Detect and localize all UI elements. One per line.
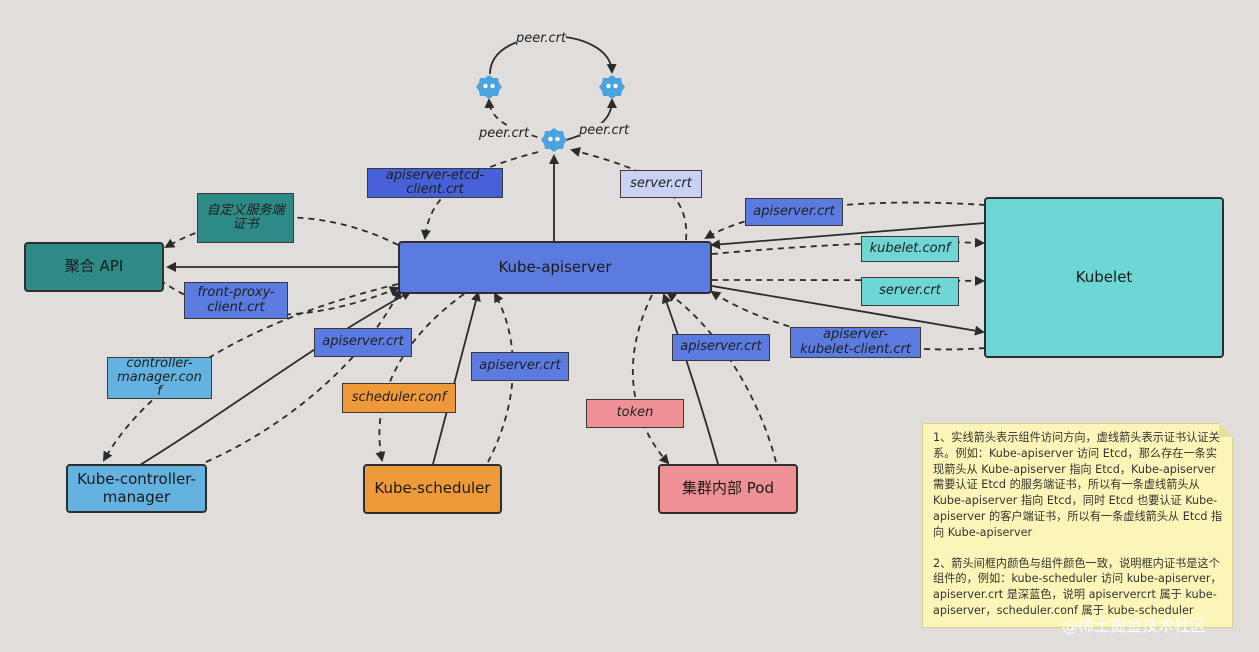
node-kubelet: Kubelet — [984, 197, 1224, 358]
edge-pod-token — [631, 294, 670, 465]
cert-apiserver-kubelet-client: apiserver- kubelet-client.crt — [790, 327, 921, 358]
edge-etcd-server-cert — [570, 147, 688, 241]
edge-peer-right — [565, 98, 617, 141]
edge-etcd-client-cert — [420, 151, 539, 240]
cert-token: token — [586, 399, 684, 428]
edge-cm-conf-cert — [103, 283, 399, 462]
cert-scheduler-conf: scheduler.conf — [342, 383, 456, 413]
cert-kubelet-conf: kubelet.conf — [861, 236, 959, 262]
node-kubelet-label: Kubelet — [1075, 267, 1133, 286]
etcd-icon-right — [599, 75, 625, 99]
cert-etcd-server: server.crt — [620, 170, 702, 198]
label-peer-top: peer.crt — [516, 31, 567, 46]
edge-kubelet-to-apiserver — [710, 222, 986, 250]
cert-kubelet-server: server.crt — [861, 277, 959, 306]
cert-custom-service: 自定义服务端 证书 — [197, 193, 294, 243]
node-cluster-pod-label: 集群内部 Pod — [682, 479, 774, 498]
node-kube-apiserver: Kube-apiserver — [398, 241, 712, 294]
note-paragraph-1: 1、实线箭头表示组件访问方向，虚线箭头表示证书认证关系。例如：Kube-apis… — [933, 431, 1223, 539]
cert-cm-apiserver: apiserver.crt — [314, 328, 412, 357]
node-aggregated-api-label: 聚合 API — [64, 257, 124, 276]
cert-controller-manager-conf: controller- manager.con f — [107, 357, 212, 399]
cert-pod-apiserver: apiserver.crt — [672, 334, 770, 361]
node-kube-scheduler-label: Kube-scheduler — [374, 479, 491, 498]
edge-scheduler-conf-cert — [375, 293, 465, 462]
edge-pod-to-apiserver — [661, 293, 719, 465]
node-kube-scheduler: Kube-scheduler — [363, 464, 502, 514]
node-cluster-pod: 集群内部 Pod — [658, 464, 798, 514]
cert-apiserver-etcd-client: apiserver-etcd- client.crt — [367, 168, 503, 198]
label-peer-right: peer.crt — [579, 123, 630, 138]
note-paragraph-2: 2、箭头间框内颜色与组件颜色一致，说明框内证书是这个组件的，例如：kube-sc… — [933, 556, 1222, 617]
edge-custom-cert — [164, 216, 399, 248]
node-aggregated-api: 聚合 API — [24, 242, 164, 292]
edge-cm-apiserver-cert — [205, 288, 401, 463]
edge-kubelet-server-cert — [711, 275, 985, 286]
cert-kubelet-apiserver: apiserver.crt — [745, 198, 843, 226]
node-kube-apiserver-label: Kube-apiserver — [498, 257, 612, 276]
edge-cm-to-apiserver — [139, 291, 412, 466]
watermark: @稀土掘金技术社区 — [1062, 616, 1207, 635]
edge-peer-left — [484, 98, 549, 141]
node-kube-controller-manager-label: Kube-controller- manager — [77, 470, 196, 506]
cert-scheduler-apiserver: apiserver.crt — [471, 352, 569, 381]
note-fold-corner — [1219, 423, 1233, 437]
edge-kubelet-conf-cert — [711, 237, 985, 255]
label-peer-left: peer.crt — [479, 126, 530, 141]
cert-front-proxy-client: front-proxy- client.crt — [184, 282, 288, 319]
edge-scheduler-apiserver-cert — [487, 292, 514, 463]
edge-scheduler-to-apiserver — [432, 291, 481, 465]
edge-apiserver-to-kubelet — [711, 285, 985, 336]
edge-pod-apiserver-cert — [666, 291, 777, 463]
etcd-icon-left — [476, 75, 502, 99]
etcd-icon-center — [541, 128, 567, 152]
legend-note: 1、实线箭头表示组件访问方向，虚线箭头表示证书认证关系。例如：Kube-apis… — [922, 423, 1233, 628]
node-kube-controller-manager: Kube-controller- manager — [66, 464, 207, 513]
